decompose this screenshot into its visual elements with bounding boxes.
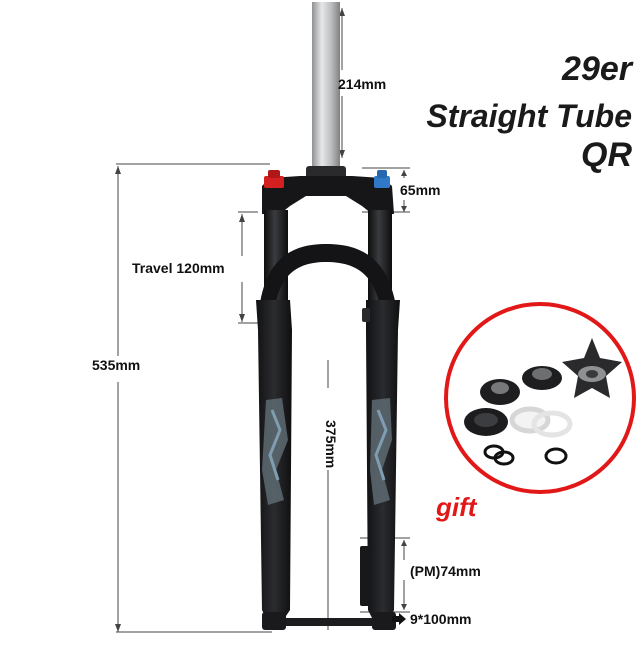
steerer-tube — [312, 2, 340, 172]
gift-label: gift — [436, 492, 477, 522]
seal-ring-icon — [509, 406, 573, 438]
right-top-cap — [374, 176, 390, 188]
gift-ring — [444, 302, 636, 494]
valve-cap — [362, 308, 370, 322]
right-dropout — [372, 612, 396, 630]
arrow-right-icon — [392, 613, 406, 625]
right-top-knob — [377, 170, 387, 178]
brake-mount-label: (PM)74mm — [410, 563, 481, 579]
headset-cup-icon — [522, 366, 562, 390]
headset-bearing-icon — [480, 379, 520, 405]
dimension-arrowheads — [115, 8, 407, 632]
brake-mount — [360, 546, 370, 606]
star-nut-icon — [562, 338, 622, 398]
total-length-label: 535mm — [92, 357, 141, 373]
axle — [272, 618, 384, 626]
leg-graphics — [262, 398, 392, 505]
left-dropout — [262, 612, 286, 630]
fork-arch — [258, 244, 398, 320]
crown-height-label: 65mm — [400, 182, 441, 198]
crown-race-icon — [464, 408, 508, 436]
steerer-length-label: 214mm — [338, 76, 387, 92]
axle-label: 9*100mm — [392, 612, 472, 626]
leg-length-label: 375mm — [323, 420, 339, 469]
fork-crown — [262, 176, 394, 214]
title-axle: QR — [581, 136, 632, 174]
left-top-cap — [264, 176, 284, 188]
axle-spec-text: 9*100mm — [410, 611, 472, 627]
travel-label: Travel 120mm — [132, 260, 225, 276]
left-top-knob — [268, 170, 280, 178]
title-size: 29er — [562, 50, 632, 88]
gift-panel — [444, 302, 636, 494]
o-ring-icon — [483, 444, 568, 466]
title-type: Straight Tube — [426, 98, 632, 134]
